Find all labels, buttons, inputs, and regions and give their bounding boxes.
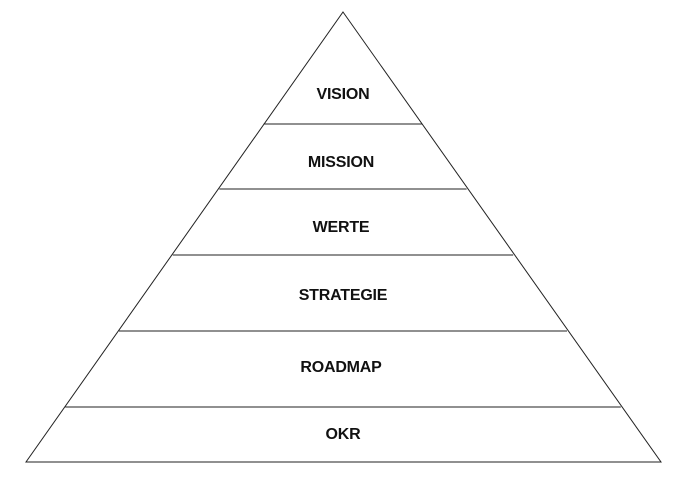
tier-label-okr: OKR <box>326 426 362 443</box>
tier-label-vision: VISION <box>316 86 369 103</box>
tier-label-roadmap: ROADMAP <box>300 359 382 376</box>
pyramid-outline <box>25 11 662 463</box>
tier-label-strategie: STRATEGIE <box>299 287 388 304</box>
tier-label-mission: MISSION <box>308 154 374 171</box>
tier-label-werte: WERTE <box>313 219 370 236</box>
